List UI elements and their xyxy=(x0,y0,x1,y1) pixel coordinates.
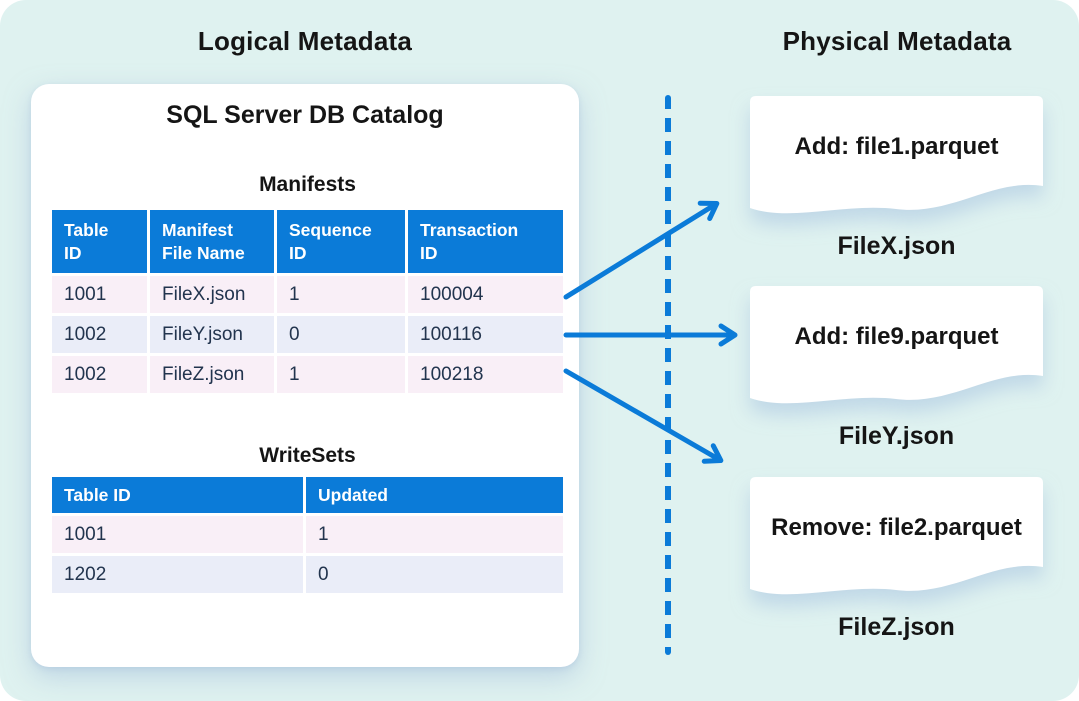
manifests-cell: 100116 xyxy=(408,316,563,353)
writesets-header-updated: Updated xyxy=(306,477,563,513)
document-filez: Remove: file2.parquet FileZ.json xyxy=(750,477,1043,641)
manifests-table-title: Manifests xyxy=(259,173,356,196)
document-action-text: Remove: file2.parquet xyxy=(771,514,1022,541)
writesets-cell: 1 xyxy=(306,516,563,553)
document-shape-icon xyxy=(750,286,1043,404)
writesets-header-table-id: Table ID xyxy=(52,477,303,513)
sql-catalog-card: SQL Server DB Catalog Manifests Table ID… xyxy=(31,84,579,667)
dashed-divider-line xyxy=(665,95,671,655)
manifests-cell: FileX.json xyxy=(150,276,274,313)
manifests-cell: 1002 xyxy=(52,356,147,393)
manifests-cell: 100218 xyxy=(408,356,563,393)
manifests-cell: 1 xyxy=(277,276,405,313)
document-action-text: Add: file1.parquet xyxy=(794,133,999,160)
document-filex: Add: file1.parquet FileX.json xyxy=(750,96,1043,260)
manifests-cell: FileZ.json xyxy=(150,356,274,393)
manifests-table: Table ID Manifest File Name Sequence ID … xyxy=(52,210,563,393)
catalog-title: SQL Server DB Catalog xyxy=(166,101,444,129)
document-shape-icon xyxy=(750,96,1043,214)
manifests-header-table-id: Table ID xyxy=(52,210,147,273)
manifests-cell: 1002 xyxy=(52,316,147,353)
document-shape-icon xyxy=(750,477,1043,595)
manifests-cell: 1001 xyxy=(52,276,147,313)
document-filename: FileZ.json xyxy=(838,613,955,641)
arrow-row1-to-filex-icon xyxy=(563,200,720,300)
manifests-cell: FileY.json xyxy=(150,316,274,353)
writesets-cell: 1202 xyxy=(52,556,303,593)
document-filename: FileX.json xyxy=(837,232,956,260)
manifests-cell: 100004 xyxy=(408,276,563,313)
document-action-text: Add: file9.parquet xyxy=(794,323,999,350)
logical-metadata-title: Logical Metadata xyxy=(197,26,413,56)
writesets-table: Table ID Updated 1001 1 1202 0 xyxy=(52,477,563,593)
document-filename: FileY.json xyxy=(838,422,955,450)
manifests-header-transaction-id: Transaction ID xyxy=(408,210,563,273)
manifests-cell: 1 xyxy=(277,356,405,393)
physical-metadata-title: Physical Metadata xyxy=(782,26,1012,56)
manifests-cell: 0 xyxy=(277,316,405,353)
writesets-cell: 0 xyxy=(306,556,563,593)
manifests-header-sequence-id: Sequence ID xyxy=(277,210,405,273)
writesets-table-title: WriteSets xyxy=(259,444,356,467)
document-filey: Add: file9.parquet FileY.json xyxy=(750,286,1043,450)
manifests-header-manifest-file-name: Manifest File Name xyxy=(150,210,274,273)
arrow-row3-to-filez-icon xyxy=(563,368,724,464)
writesets-cell: 1001 xyxy=(52,516,303,553)
